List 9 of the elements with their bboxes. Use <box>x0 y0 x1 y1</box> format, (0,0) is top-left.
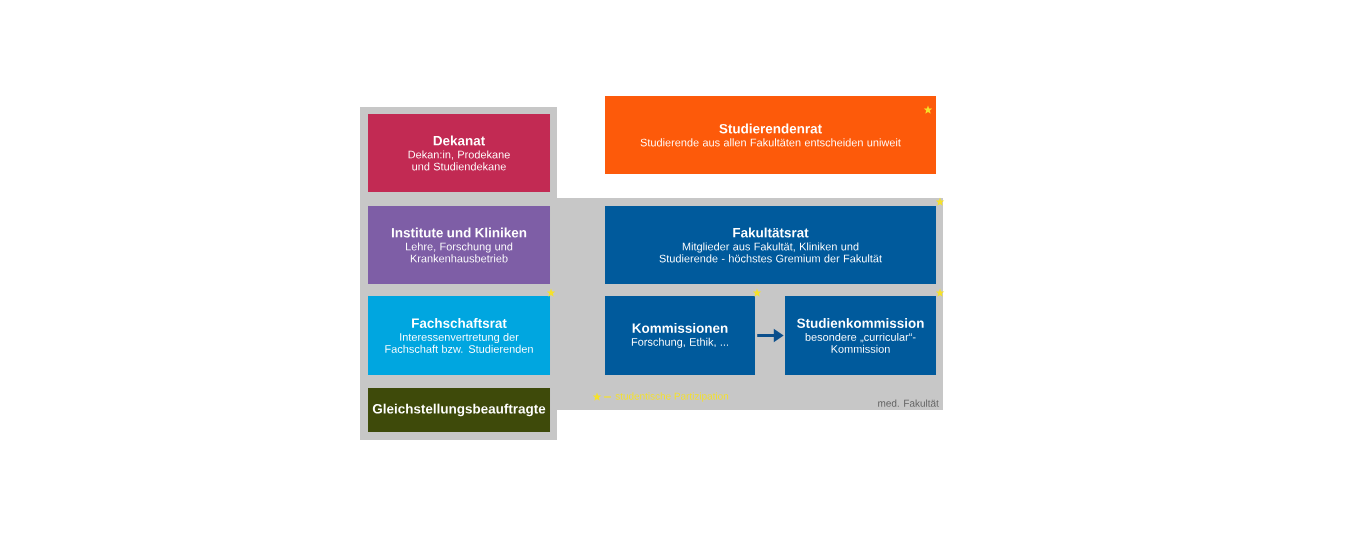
org-box: Studierendenrat Studierende aus allen Fakultäten entscheiden uniweit <box>605 96 936 174</box>
org-box: Studienkommission besondere „curricular“- Kommission <box>785 296 936 375</box>
org-box: Fachschaftsrat Interessenvertretung der Fachschaft bzw. Studierenden <box>368 296 550 375</box>
org-box: Fakultätsrat Mitglieder aus Fakultät, Kliniken und Studierende - höchstes Gremium der Fakultät <box>605 206 936 284</box>
org-box: Kommissionen Forschung, Ethik, ... <box>605 296 755 375</box>
legend-text: studentische Partizipation <box>615 392 729 402</box>
org-box: Dekanat Dekan:in, Prodekane und Studiendekane <box>368 114 550 192</box>
org-box: Gleichstellungsbeauftragte <box>368 388 550 432</box>
org-box: Institute und Kliniken Lehre, Forschung und Krankenhausbetrieb <box>368 206 550 284</box>
